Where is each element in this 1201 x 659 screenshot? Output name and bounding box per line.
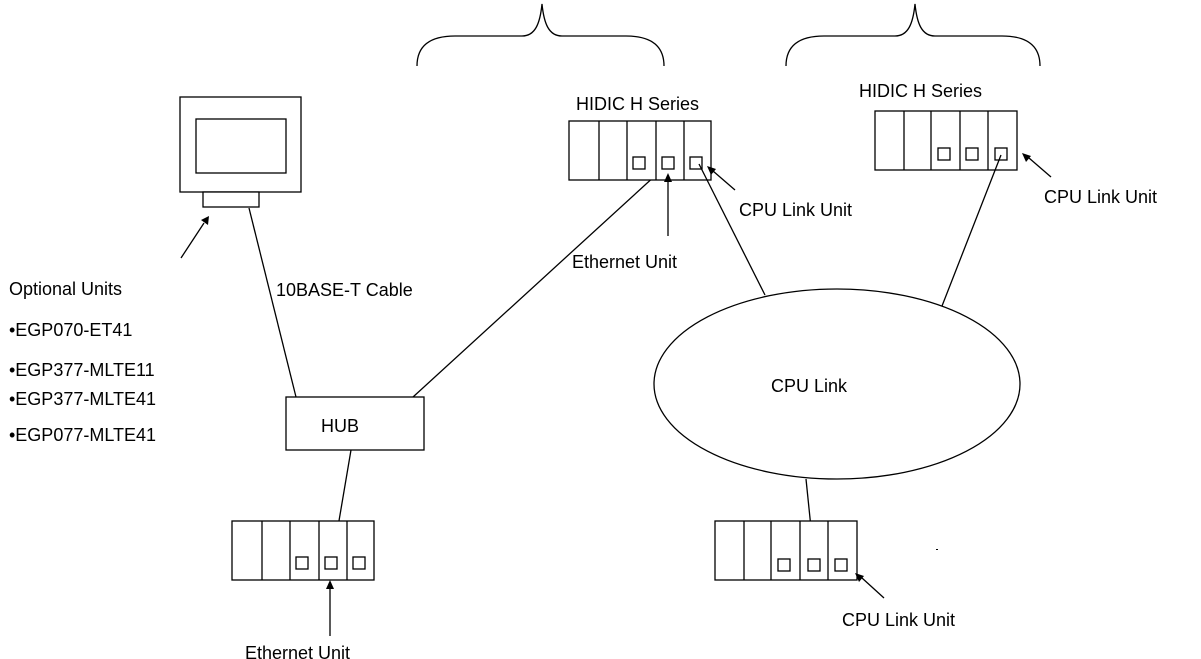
plc3-ethernet-label: Ethernet Unit <box>245 643 350 659</box>
display-unit <box>179 96 302 208</box>
optional-unit-arrow <box>180 216 209 259</box>
brace-right <box>785 3 1041 67</box>
display-optional-unit <box>202 191 260 208</box>
plc2-cpu-link-arrow <box>1022 153 1052 178</box>
brace-left <box>416 3 665 67</box>
cpu-link-label: CPU Link <box>771 376 848 396</box>
optional-unit-item: •EGP377-MLTE11 <box>9 360 155 380</box>
display-screen <box>195 118 287 174</box>
cable-plc2-to-cpulink <box>941 154 1002 307</box>
cable-label: 10BASE-T Cable <box>276 280 413 300</box>
plc3-ethernet-arrow <box>326 580 334 636</box>
plc2-cpu-link-label: CPU Link Unit <box>1044 187 1157 207</box>
plc-bottom-right <box>714 520 858 581</box>
cable-hub-to-plc1 <box>412 163 669 398</box>
optional-unit-item: •EGP377-MLTE41 <box>9 389 156 409</box>
cpu-link-network <box>653 288 1021 480</box>
plc-hidic-2 <box>874 110 1018 171</box>
hub-box <box>285 396 425 451</box>
plc-bottom-left <box>231 520 375 581</box>
optional-units-title: Optional Units <box>9 279 122 299</box>
plc1-title: HIDIC H Series <box>576 94 699 114</box>
cable-plc1-to-cpulink <box>698 163 766 296</box>
plc1-cpu-link-label: CPU Link Unit <box>739 200 852 220</box>
plc1-ethernet-arrow <box>664 173 672 236</box>
plc-hidic-1 <box>568 120 712 181</box>
hub-label: HUB <box>321 416 359 436</box>
plc4-cpu-link-arrow <box>855 573 885 599</box>
plc4-cpu-link-label: CPU Link Unit <box>842 610 955 630</box>
optional-unit-item: •EGP077-MLTE41 <box>9 425 156 445</box>
cable-display-to-hub <box>248 207 297 398</box>
optional-unit-item: •EGP070-ET41 <box>9 320 132 340</box>
plc1-cpu-link-arrow <box>707 166 736 191</box>
plc2-title: HIDIC H Series <box>859 81 982 101</box>
stray-dot <box>936 549 938 550</box>
plc1-ethernet-label: Ethernet Unit <box>572 252 677 272</box>
